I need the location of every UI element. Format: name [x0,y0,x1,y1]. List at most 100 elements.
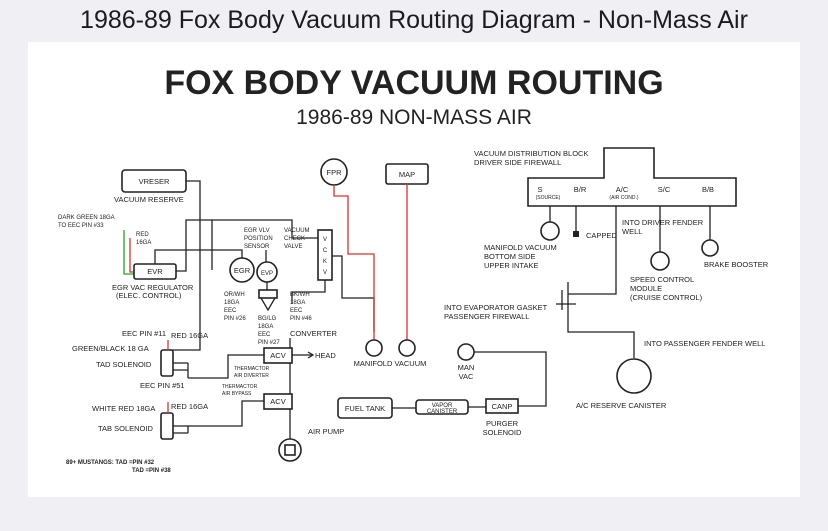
manifold-vac-port-circle [540,221,560,241]
vapor-canister-label-2: CANISTER [427,409,458,415]
evp-connector [258,289,278,299]
speed-control-label-3: (CRUISE CONTROL) [630,293,703,302]
evp-wire [260,282,276,312]
evp-circle-label: EVP [261,271,273,277]
bkwh-label-2: 18GA [290,300,305,306]
air-pump-label: AIR PUMP [308,427,344,436]
vdb-label-1: VACUUM DISTRIBUTION BLOCK [474,149,588,158]
port-ac-sub-label: (AIR COND.) [609,195,639,201]
bglg-label-2: 18GA [258,324,273,330]
tab-wire [173,425,188,434]
capped-label: CAPPED [586,231,617,240]
vckv-letter-c: C [323,248,328,254]
bkwh-label-1: BK/WH [290,292,310,298]
tad-solenoid-label: TAD SOLENOID [96,360,152,369]
vreser-label: VRESER [139,177,170,186]
vckv-letter-v1: V [323,237,327,243]
manifold-vac-label-1: MANIFOLD VACUUM [484,243,557,252]
vac-check-label-2: CHECK [284,236,305,242]
vckv-right-line [332,255,375,332]
vckv-letter-k: K [323,259,327,265]
orwh-label-1: OR/WH [224,292,245,298]
map-label: MAP [399,170,415,179]
eec-pin51-label: EEC PIN #51 [140,381,185,390]
tab-solenoid-label: TAB SOLENOID [98,424,153,433]
canp-label: CANP [492,402,513,411]
fuel-tank-label: FUEL TANK [345,404,385,413]
driver-fender-label-2: WELL [622,227,642,236]
fpr-line [333,185,375,340]
mustang-note-2: TAD =PIN #38 [132,468,171,474]
driver-fender-label-1: INTO DRIVER FENDER [622,218,704,227]
brake-booster-circle [701,239,719,257]
vacuum-routing-diagram: FOX BODY VACUUM ROUTING 1986-89 NON-MASS… [58,64,769,474]
man-vac-line [474,351,547,407]
ac-reserve-label: A/C RESERVE CANISTER [576,401,667,410]
port-sc-label: S/C [658,185,671,194]
purger-label-2: SOLENOID [483,428,522,437]
purger-label-1: PURGER [486,419,519,428]
port-s-label: S [537,185,542,194]
manifold-vac-port-2 [398,339,416,357]
acv-lower-vac-line [187,400,264,433]
manifold-vac-label-3: UPPER INTAKE [484,261,538,270]
manifold-vac-label-2: BOTTOM SIDE [484,252,536,261]
speed-control-label-2: MODULE [630,284,662,293]
egr-vlv-label-1: EGR VLV [244,228,270,234]
man-vac-circle [457,343,475,361]
bglg-label-3: EEC [258,332,271,338]
evap-gasket-label-2: PASSENGER FIREWALL [444,312,529,321]
evr-label: EVR [147,267,163,276]
ac-reserve-canister [616,358,652,394]
air-pump-inner [284,444,296,456]
vdb-label-2: DRIVER SIDE FIREWALL [474,158,561,167]
vckv-down-line [291,280,326,304]
vreser-line [168,180,201,351]
egr-vlv-label-3: SENSOR [244,244,270,250]
bkwh-label-3: EEC [290,308,303,314]
red16-label-3: RED 16GA [171,331,208,340]
diagram-title: FOX BODY VACUUM ROUTING [164,64,663,102]
thermactor-div-label-2: AIR DIVERTER [234,373,269,379]
head-arrow [292,351,315,359]
port-ac-label: A/C [616,185,629,194]
dark-green-label-2: TO EEC PIN #33 [58,223,104,229]
bkwh-label-4: PIN #46 [290,316,312,322]
fpr-label: FPR [327,168,343,177]
red-wire-evr [129,238,134,273]
brake-booster-label: BRAKE BOOSTER [704,260,769,269]
egr-vlv-label-2: POSITION [244,236,273,242]
red16-label-1: RED [136,232,149,238]
acv-upper-label: ACV [270,351,285,360]
vacuum-distribution-block [527,147,737,207]
diagram-subtitle: 1986-89 NON-MASS AIR [296,106,532,129]
thermactor-byp-label-1: THERMACTOR [222,384,258,390]
page-title: 1986-89 Fox Body Vacuum Routing Diagram … [80,6,748,34]
bglg-label-1: BG/LG [258,316,277,322]
manifold-vac-port-1 [365,339,383,357]
white-red-label: WHITE RED 18GA [92,404,155,413]
evap-gasket-label-1: INTO EVAPORATOR GASKET [444,303,548,312]
thermactor-byp-label-2: AIR BYPASS [222,391,252,397]
acv-lower-label: ACV [270,397,285,406]
bglg-label-4: PIN #27 [258,340,280,346]
green-wire [123,230,134,275]
port-br2-label: B/B [702,185,714,194]
vckv-top-line [212,219,318,239]
speed-control-circle [650,251,670,271]
port-s-sub-label: (SOURCE) [536,195,561,201]
diagram-card: FOX BODY VACUUM ROUTING 1986-89 NON-MASS… [28,42,800,497]
man-vac-label-1: MAN [458,363,475,372]
canp-box [485,398,519,414]
red16-label-4: RED 16GA [171,402,208,411]
thermactor-div-label-1: THERMACTOR [234,366,270,372]
manifold-vacuum-label: MANIFOLD VACUUM [354,359,427,368]
vac-check-label-1: VACUUM [284,228,310,234]
capped-port [573,231,579,237]
egr-vac-reg-label-1: EGR VAC REGULATOR [112,283,194,292]
head-label: HEAD [315,351,336,360]
orwh-label-4: PIN #26 [224,316,246,322]
egr-vac-reg-label-2: (ELEC. CONTROL) [116,291,182,300]
acv-upper-vac-line [187,354,264,379]
vckv-letter-v2: V [323,270,327,276]
